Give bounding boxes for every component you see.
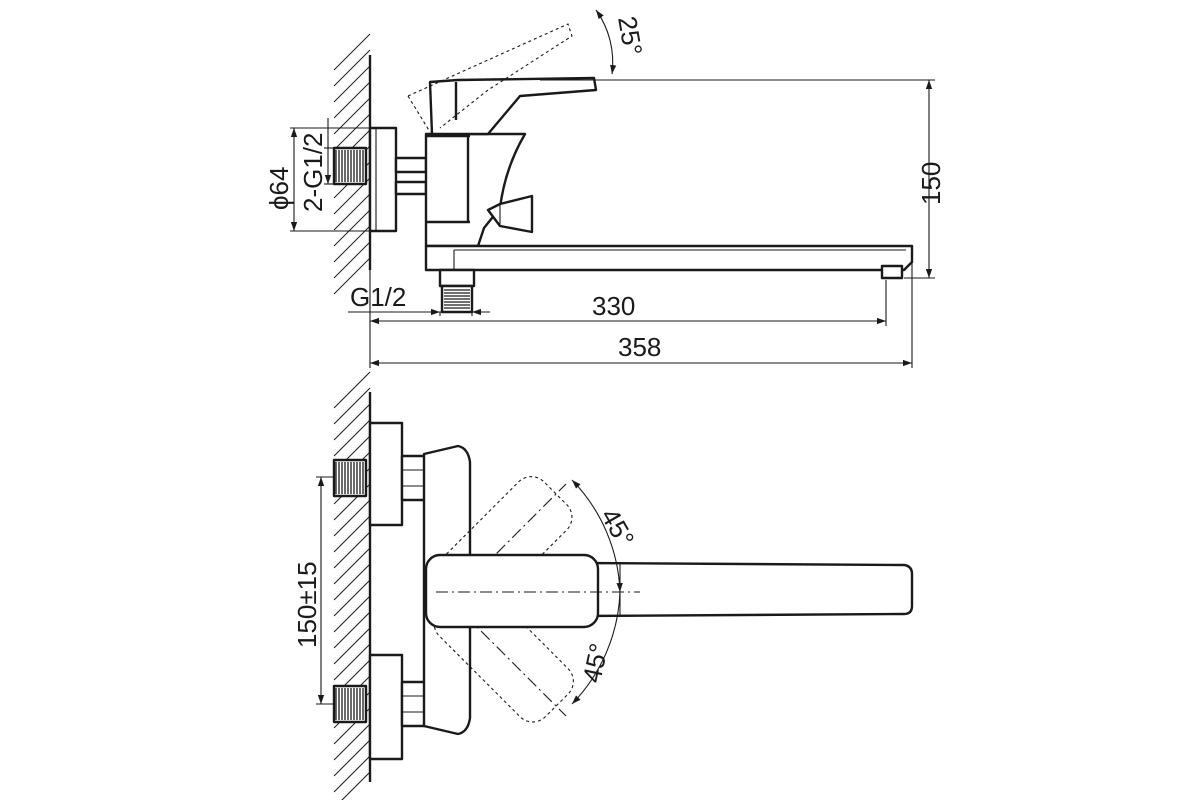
wall-hatch-bottom bbox=[333, 371, 372, 800]
elevation-view: 25° 150 ϕ64 2-G1/2 G1/2 330 358 bbox=[264, 9, 946, 368]
faucet-body-top bbox=[424, 132, 527, 248]
diameter-label: ϕ64 bbox=[264, 167, 294, 210]
lever-handle-plan bbox=[424, 553, 600, 629]
outlet-label: G1/2 bbox=[350, 282, 406, 312]
threaded-inlet-top bbox=[332, 146, 428, 196]
lever-raised-ghost bbox=[407, 23, 573, 129]
angle-label-25: 25° bbox=[612, 14, 648, 58]
height-label-150: 150 bbox=[916, 162, 946, 205]
wall-escutcheon-top bbox=[368, 126, 398, 233]
aerator bbox=[880, 264, 904, 280]
angle-label-45-down: 45° bbox=[577, 641, 615, 686]
diverter-knob bbox=[486, 194, 534, 234]
spout-top bbox=[424, 244, 914, 272]
spacing-label: 150±15 bbox=[292, 561, 322, 648]
reach-label-330: 330 bbox=[592, 291, 635, 321]
bottom-outlet bbox=[438, 268, 476, 288]
spout-plan bbox=[578, 561, 914, 618]
thread-label: 2-G1/2 bbox=[298, 133, 328, 213]
overall-label-358: 358 bbox=[618, 332, 661, 362]
escutcheon-lower bbox=[368, 653, 404, 761]
angle-label-45-up: 45° bbox=[595, 503, 641, 552]
plan-view: 45° 45° 150±15 bbox=[292, 371, 914, 800]
lever-handle bbox=[428, 76, 598, 136]
escutcheon-upper bbox=[368, 421, 404, 527]
